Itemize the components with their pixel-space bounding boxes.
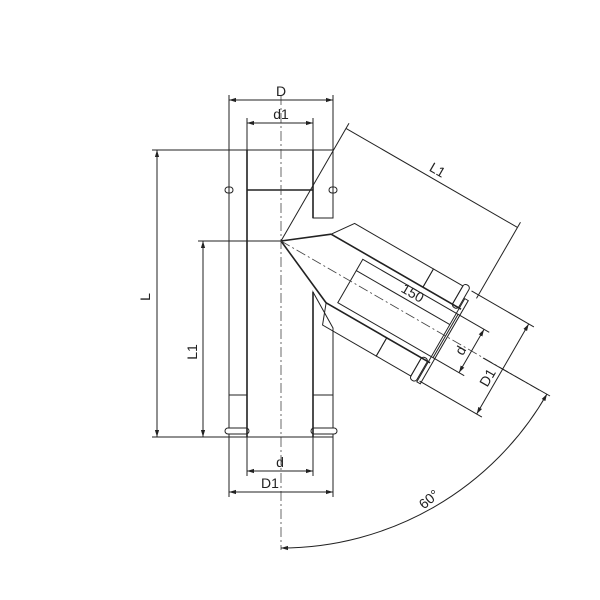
- left-insulation: [228, 149, 248, 396]
- branch-plate: [416, 297, 469, 385]
- label-L: L: [137, 293, 153, 301]
- label-branch-d: d: [451, 343, 469, 358]
- ring-top-right: [328, 186, 338, 194]
- angle-dimension: 60°: [280, 357, 551, 551]
- label-branch-D1: D1: [476, 366, 499, 390]
- right-insulation-top: [312, 149, 334, 219]
- label-main-L1: L1: [184, 344, 200, 360]
- bottom-ring-right: [310, 427, 338, 435]
- main-dimensions: D d1 L L1 d D1: [137, 83, 334, 497]
- main-pipe: [224, 95, 338, 550]
- ring-top-left: [224, 186, 234, 194]
- label-angle: 60°: [416, 486, 443, 512]
- top-socket: [246, 149, 314, 191]
- label-branch-L1: L1: [427, 159, 449, 181]
- branch-upper-insulation: [330, 222, 435, 288]
- label-150: 150: [399, 280, 427, 306]
- right-insulation-bottom: [312, 290, 334, 396]
- label-bottom-D1: D1: [261, 475, 279, 491]
- bottom-collar-left: [228, 394, 248, 429]
- branch-ring-lower: [409, 356, 428, 382]
- branch-pipe: L1 150 d D1: [280, 122, 542, 418]
- label-d1: d1: [273, 106, 289, 122]
- bottom-collar-right: [312, 394, 334, 429]
- branch-ring-upper: [451, 283, 470, 309]
- label-D: D: [276, 83, 286, 99]
- label-bottom-d: d: [276, 454, 284, 470]
- bottom-ring-left: [224, 427, 250, 435]
- branch-upper-collar: [422, 268, 464, 305]
